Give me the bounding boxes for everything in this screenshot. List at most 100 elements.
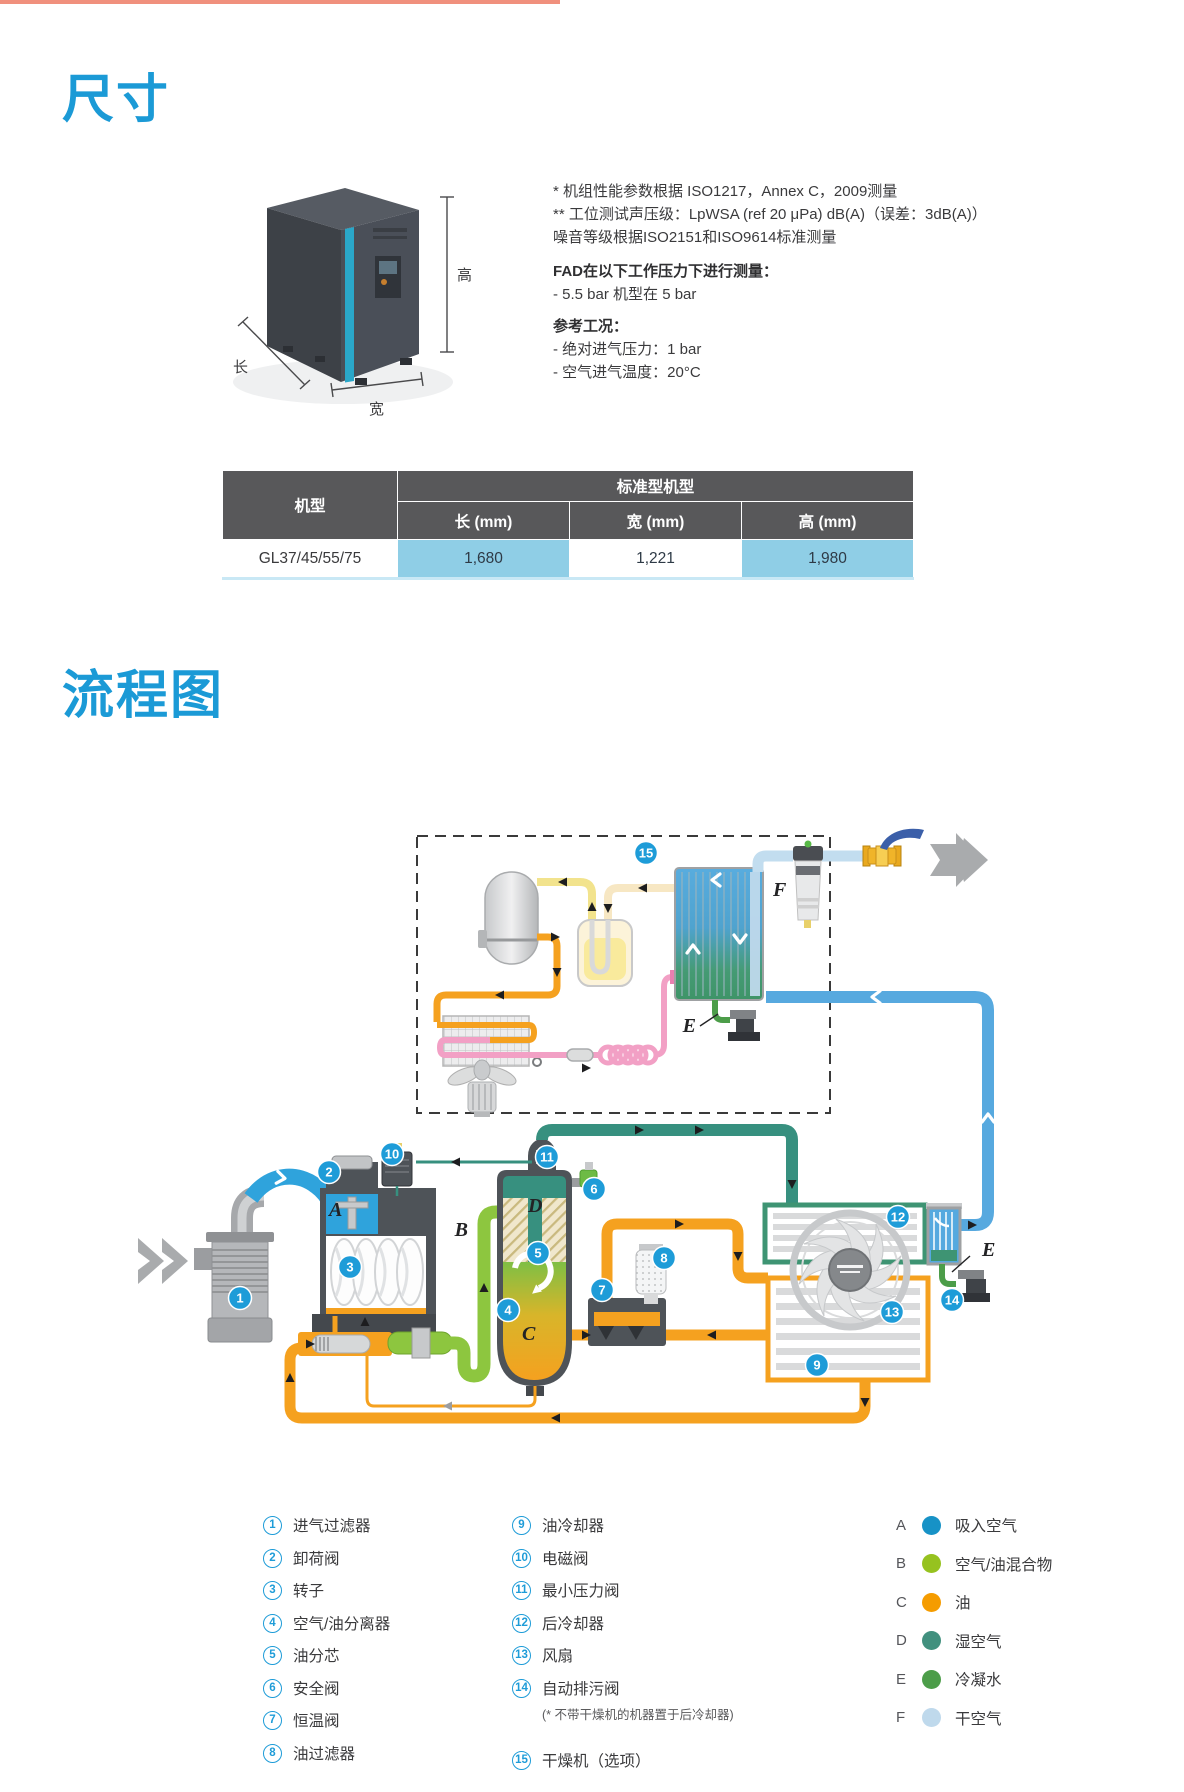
letter-D: D: [527, 1195, 542, 1217]
badge-4: 4: [504, 1303, 512, 1318]
table-header-width: 宽 (mm): [569, 501, 742, 540]
dryer-circuit: 15 E F: [433, 828, 988, 1117]
badge-9: 9: [813, 1358, 820, 1373]
compressor-coil: [597, 1044, 659, 1066]
legend-letter: F: [896, 1709, 906, 1726]
legend-color-F: F 干空气: [896, 1707, 1002, 1729]
auto-drain-dryer: [728, 1010, 760, 1041]
cell-model: GL37/45/55/75: [222, 539, 398, 579]
legend-item-11: 11 最小压力阀: [512, 1579, 620, 1601]
legend-label: 自动排污阀: [542, 1681, 620, 1698]
compressor-figure: 高 长 宽: [233, 188, 472, 418]
legend-badge: 11: [512, 1580, 531, 1600]
legend-badge: 7: [263, 1710, 282, 1730]
legend-letter: E: [896, 1670, 907, 1688]
legend-item-14-note: (* 不带干燥机的机器置于后冷却器): [542, 1708, 734, 1722]
diagram-badges: 1 2 3 4 5 6 7 8 9 10 11 12 13 14: [227, 1141, 965, 1378]
refrigerant-pipe-cream: [604, 884, 675, 920]
color-dot-wet-air: [922, 1631, 941, 1650]
cell-length: 1,680: [397, 539, 570, 579]
color-dot-air-oil-mix: [922, 1554, 941, 1573]
badge-7: 7: [598, 1283, 605, 1298]
badge-3: 3: [346, 1260, 353, 1275]
svg-text:15: 15: [639, 846, 653, 861]
note-line: * 机组性能参数根据 ISO1217，Annex C，2009测量: [553, 183, 898, 200]
compressor-unit-image: [267, 188, 419, 385]
legend-badge: 12: [512, 1613, 531, 1633]
brand-stripe: [345, 227, 354, 383]
table-header-length: 长 (mm): [397, 501, 570, 540]
color-dot-oil: [922, 1592, 941, 1612]
dimension-lines: [237, 196, 454, 398]
thermostatic-valve: [588, 1298, 666, 1346]
air-oil-pipe: [450, 1205, 504, 1383]
legend-label: 安全阀: [293, 1681, 340, 1698]
dryer-heat-exchanger: [674, 867, 764, 1001]
water-separator: [926, 1203, 962, 1266]
dryer-dashed-box: [416, 835, 831, 1114]
legend-letter: B: [896, 1555, 907, 1572]
width-dim-label: 宽: [369, 401, 384, 418]
legend-item-5: 5 油分芯: [263, 1644, 340, 1666]
legend-label: 油过滤器: [293, 1746, 356, 1763]
badge-13: 13: [885, 1305, 899, 1320]
legend-badge: 14: [512, 1678, 531, 1698]
badge-12: 12: [891, 1210, 905, 1225]
dimensions-table: 机型 标准型机型 长 (mm) 宽 (mm) 高 (mm) GL37/45/55…: [222, 470, 915, 580]
legend-badge: 10: [512, 1548, 531, 1568]
filter-drier: [566, 1048, 594, 1062]
refrigerant-tank: [484, 871, 539, 965]
compressed-air-pipe: [536, 1124, 798, 1205]
legend-label: 风扇: [542, 1648, 574, 1665]
legend-letter: C: [896, 1593, 907, 1611]
color-dot-dry-air: [922, 1708, 941, 1727]
legend-label: 电磁阀: [542, 1551, 589, 1568]
legend-label: 干空气: [955, 1710, 1002, 1728]
measurement-notes: * 机组性能参数根据 ISO1217，Annex C，2009测量 ** 工位测…: [553, 180, 1023, 384]
ball-valve: [862, 828, 924, 867]
air-oil-separator: [497, 1138, 572, 1396]
legend-color-A: A 吸入空气: [896, 1514, 1017, 1536]
auto-drain-main: [956, 1270, 990, 1302]
oil-check-valve: [298, 1316, 392, 1356]
legend-badge: 5: [263, 1645, 282, 1665]
legend-label: 油分芯: [293, 1648, 340, 1665]
length-dim-label: 长: [233, 359, 248, 376]
legend-item-2: 2 卸荷阀: [263, 1547, 340, 1569]
table-header-model: 机型: [222, 470, 398, 540]
color-dot-intake-air: [922, 1515, 941, 1535]
legend-label: 湿空气: [955, 1633, 1002, 1651]
letter-B: B: [454, 1219, 468, 1241]
table-row: GL37/45/55/75 1,680 1,221 1,980: [222, 539, 915, 579]
badge-1: 1: [236, 1291, 243, 1306]
badge-2: 2: [325, 1165, 332, 1180]
legend-letter: A: [896, 1516, 907, 1534]
flow-diagram: 15 E F: [138, 828, 996, 1424]
condensate-pipe: [712, 1000, 730, 1023]
legend-badge: 2: [263, 1548, 282, 1568]
legend-label: 最小压力阀: [542, 1583, 620, 1600]
reference-item: - 绝对进气压力：1 bar: [553, 341, 702, 358]
reference-item: - 空气进气温度：20°C: [553, 364, 701, 381]
height-dim-label: 高: [457, 267, 472, 284]
table-header-height: 高 (mm): [740, 501, 915, 540]
legend-label: 吸入空气: [955, 1518, 1018, 1535]
letter-E-main: E: [981, 1239, 995, 1261]
legend-badge: 6: [263, 1678, 282, 1698]
legend-badge: 3: [263, 1580, 282, 1600]
badge-10: 10: [385, 1147, 399, 1162]
legend-label: 卸荷阀: [293, 1551, 340, 1568]
note-line: 噪音等级根据ISO2151和ISO9614标准测量: [553, 229, 837, 246]
color-dot-condensate: [922, 1669, 941, 1689]
valve-handle: [880, 828, 924, 850]
legend-label: 空气/油混合物: [955, 1556, 1053, 1574]
letter-E-dryer: E: [682, 1015, 696, 1037]
